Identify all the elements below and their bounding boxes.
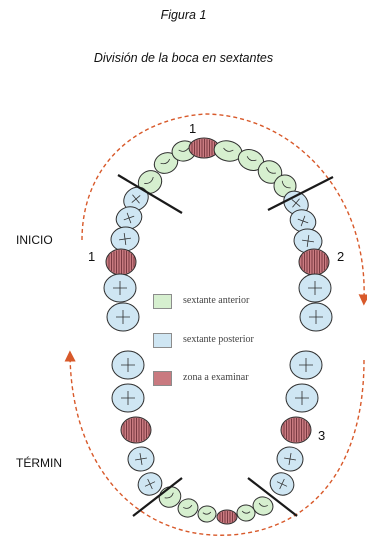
- tooth-lower-right-3: [275, 445, 305, 473]
- tooth-lower-right-2: [286, 384, 318, 412]
- sextant-number-left: 1: [88, 249, 95, 264]
- sextant-number-right: 2: [337, 249, 344, 264]
- tooth-upper-right-exam: [299, 249, 329, 275]
- legend-label-exam-zone: zona a examinar: [183, 372, 249, 383]
- legend-swatch-anterior: [153, 294, 172, 309]
- end-label: TÉRMIN: [16, 456, 62, 470]
- legend-label-anterior: sextante anterior: [183, 295, 249, 306]
- tooth-upper-left-3: [109, 225, 140, 253]
- sextant-number-top: 1: [189, 121, 196, 136]
- sextant-number-lower-right: 3: [318, 428, 325, 443]
- start-label: INICIO: [16, 233, 53, 247]
- legend-swatch-posterior: [153, 333, 172, 348]
- tooth-lower-right-exam: [281, 417, 311, 443]
- tooth-upper-left-4: [104, 274, 136, 302]
- tooth-upper-right-5: [300, 303, 332, 331]
- tooth-lower-left-exam: [121, 417, 151, 443]
- tooth-upper-right-4: [299, 274, 331, 302]
- tooth-upper-left-5: [107, 303, 139, 331]
- tooth-upper-left-exam: [106, 249, 136, 275]
- tooth-lower-right-4: [266, 469, 297, 499]
- tooth-lower-left-1: [112, 351, 144, 379]
- tooth-lower-anterior-3: [197, 505, 216, 523]
- tooth-lower-anterior-exam: [217, 510, 237, 524]
- legend-swatch-exam-zone: [153, 371, 172, 386]
- tooth-lower-left-3: [126, 445, 156, 473]
- tooth-lower-left-2: [112, 384, 144, 412]
- tooth-lower-right-1: [290, 351, 322, 379]
- legend-label-posterior: sextante posterior: [183, 334, 254, 345]
